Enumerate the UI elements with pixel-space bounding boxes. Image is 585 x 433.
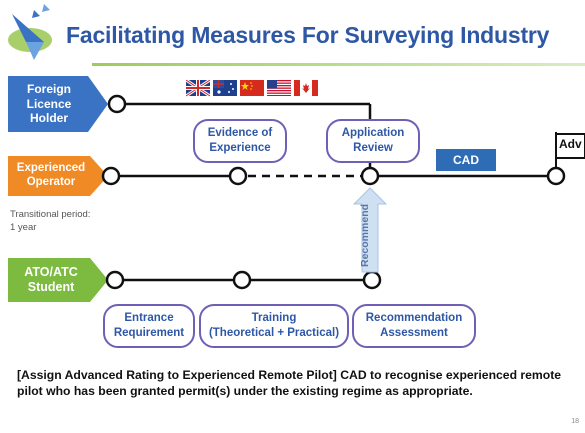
recommendation-line1: Recommendation bbox=[365, 312, 463, 325]
recommendation-line2: Assessment bbox=[380, 327, 448, 339]
experienced-label-line2: Operator bbox=[26, 176, 76, 188]
experienced-label-line1: Experienced bbox=[16, 162, 86, 175]
ato-start-node bbox=[105, 270, 125, 290]
entrance-line1: Entrance bbox=[124, 312, 174, 325]
evidence-line2: Experience bbox=[209, 142, 271, 154]
training-line1: Training bbox=[251, 312, 297, 325]
foreign-row-arrow bbox=[8, 76, 108, 132]
transitional-line1: Transitional period: bbox=[10, 209, 91, 220]
australia-flag-icon bbox=[213, 80, 237, 96]
uk-flag-icon bbox=[186, 80, 211, 98]
transitional-line2: 1 year bbox=[10, 222, 37, 234]
experienced-row-arrow bbox=[8, 156, 108, 196]
foreign-node bbox=[107, 94, 127, 114]
entrance-requirement-bubble: Entrance Requirement bbox=[103, 304, 195, 348]
foreign-label-line2: Licence bbox=[26, 96, 72, 111]
evidence-of-experience-bubble: Evidence of Experience bbox=[193, 119, 287, 163]
foreign-licence-holder-label: Foreign Licence Holder bbox=[8, 76, 90, 132]
transitional-period-text: Transitional period: 1 year bbox=[10, 208, 90, 235]
ato-label-line1: ATO/ATC bbox=[24, 265, 78, 279]
experienced-operator-label: Experienced Operator bbox=[8, 156, 94, 196]
ato-row-arrow bbox=[8, 258, 108, 302]
training-line2: (Theoretical + Practical) bbox=[208, 327, 340, 339]
adv-flag-label: Adv bbox=[559, 137, 582, 151]
note-text: [Assign Advanced Rating to Experienced R… bbox=[17, 368, 562, 399]
experienced-start-node bbox=[101, 166, 121, 186]
entrance-line2: Requirement bbox=[113, 327, 185, 339]
application-line1: Application bbox=[341, 127, 405, 140]
foreign-label-line1: Foreign bbox=[27, 82, 71, 97]
recommendation-node bbox=[362, 270, 382, 290]
cad-label: CAD bbox=[436, 149, 496, 171]
application-line2: Review bbox=[353, 142, 393, 154]
recommendation-assessment-bubble: Recommendation Assessment bbox=[352, 304, 476, 348]
training-node bbox=[232, 270, 252, 290]
recommend-arrow bbox=[352, 187, 388, 273]
foreign-label-line3: Holder bbox=[29, 111, 68, 126]
canada-flag-icon bbox=[294, 80, 318, 96]
usa-flag-icon bbox=[267, 80, 291, 96]
flow-diagram bbox=[101, 94, 585, 290]
evidence-line1: Evidence of bbox=[207, 127, 273, 140]
adv-node bbox=[546, 166, 566, 186]
page-number: 18 bbox=[571, 418, 579, 425]
adv-flag bbox=[555, 133, 585, 159]
training-bubble: Training (Theoretical + Practical) bbox=[199, 304, 349, 348]
logo-icon bbox=[8, 4, 52, 60]
application-review-bubble: Application Review bbox=[326, 119, 420, 163]
evidence-node bbox=[228, 166, 248, 186]
title-divider bbox=[92, 63, 585, 66]
recommend-label: Recommend bbox=[359, 203, 371, 267]
application-node bbox=[360, 166, 380, 186]
china-flag-icon bbox=[240, 80, 264, 96]
ato-atc-student-label: ATO/ATC Student bbox=[8, 258, 94, 302]
ato-label-line2: Student bbox=[27, 280, 75, 294]
page-title: Facilitating Measures For Surveying Indu… bbox=[66, 22, 550, 48]
country-flags bbox=[186, 80, 318, 98]
